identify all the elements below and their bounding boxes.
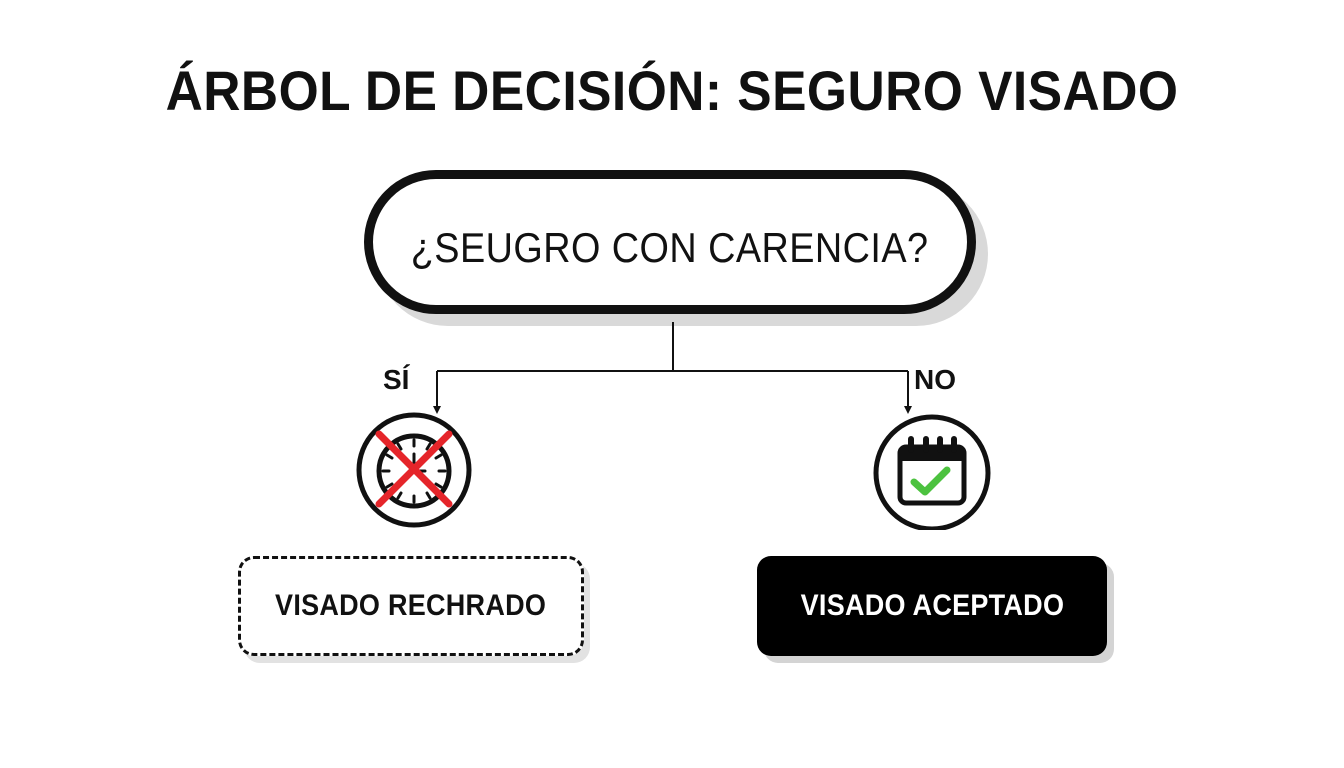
- question-node: ¿SEUGRO CON CARENCIA?: [364, 170, 976, 314]
- rejected-result-text: VISADO RECHRADO: [275, 589, 547, 622]
- accepted-result-node: VISADO ACEPTADO: [757, 556, 1107, 656]
- accepted-result-text: VISADO ACEPTADO: [800, 589, 1064, 622]
- rejected-result-node: VISADO RECHRADO: [238, 556, 584, 656]
- diagram-title: ÁRBOL DE DECISIÓN: SEGURO VISADO: [165, 59, 1179, 122]
- question-text: ¿SEUGRO CON CARENCIA?: [411, 224, 929, 271]
- calendar-check-icon: [873, 414, 991, 530]
- yes-branch-label: SÍ: [383, 364, 410, 395]
- no-branch-label: NO: [914, 364, 956, 395]
- crossed-clock-icon: [356, 412, 472, 528]
